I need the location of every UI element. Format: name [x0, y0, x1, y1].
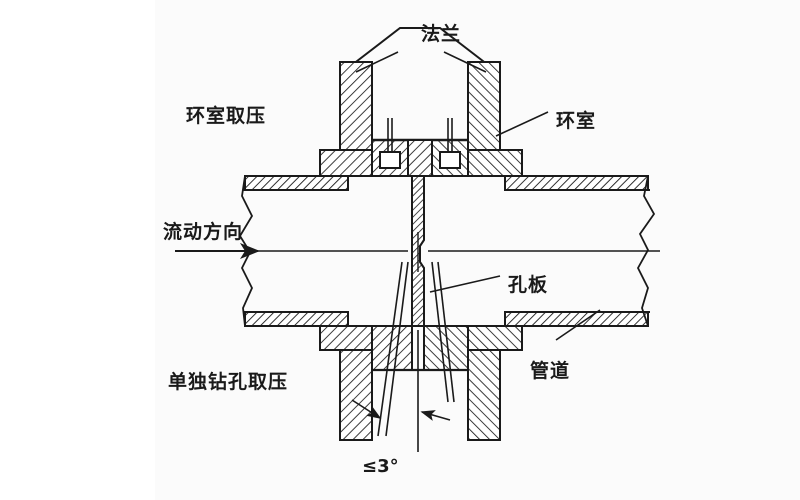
annular-chamber-right [431, 139, 469, 177]
leader-orifice-plate [429, 275, 501, 293]
flange-bolt-lower-right [467, 349, 501, 441]
pipe-upper-wall [243, 175, 650, 191]
flange-shoulder-upper-right [467, 149, 523, 177]
single-drilled-tapping-right [431, 261, 455, 403]
angle-tick-right [420, 410, 451, 421]
annular-chamber-left [371, 139, 409, 177]
pipe-break-line-right [636, 175, 656, 327]
label-flow-direction: 流动方向 [163, 220, 243, 243]
label-annular-chamber: 环室 [556, 109, 596, 132]
single-drilled-tapping-left [377, 261, 409, 437]
flange-dome-outline [347, 27, 493, 69]
orifice-plate-carrier-upper [407, 139, 433, 177]
label-single-hole-tapping: 单独钻孔取压 [168, 370, 288, 393]
label-angle: ≤3° [362, 456, 399, 477]
angle-tick-left [351, 399, 382, 419]
label-pipe: 管道 [530, 359, 570, 382]
leader-annular-chamber [495, 111, 549, 137]
flange-shoulder-lower-left [319, 325, 373, 351]
flange-bolt-lower-left [339, 349, 373, 441]
orifice-plate [411, 175, 425, 327]
leader-flange-left [355, 51, 399, 73]
leader-pipe [555, 309, 601, 341]
pressure-tapping-bore-right [447, 118, 453, 152]
flange-shoulder-lower-right [467, 325, 523, 351]
label-flange: 法兰 [421, 22, 461, 45]
flange-bolt-upper-left [339, 61, 373, 163]
label-annular-tapping: 环室取压 [186, 104, 266, 127]
leader-flange-right [443, 51, 487, 73]
flange-bolt-upper-right [467, 61, 501, 163]
pressure-tapping-bore-left [387, 118, 393, 152]
label-orifice-plate: 孔板 [508, 273, 548, 296]
flange-shoulder-upper-left [319, 149, 373, 177]
